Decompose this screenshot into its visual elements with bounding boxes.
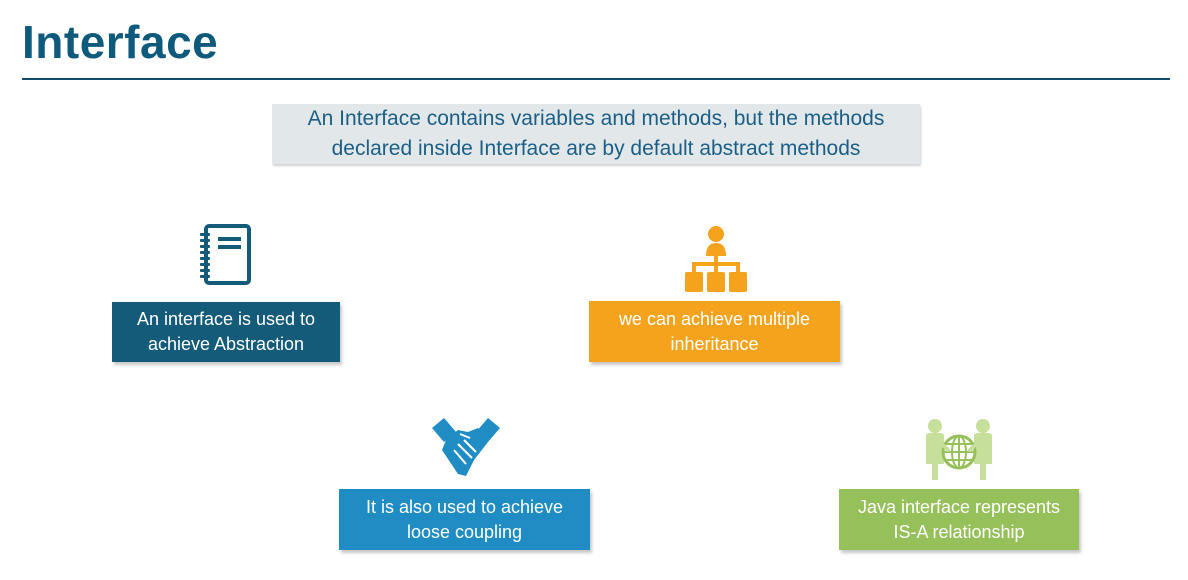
abstraction-card-line-2: achieve Abstraction: [147, 334, 305, 354]
multiple-inheritance-card-line-1: we can achieve multiple: [618, 308, 811, 329]
multiple-inheritance-card: we can achieve multiple inheritance: [589, 301, 840, 362]
notebook-icon: [197, 224, 253, 286]
definition-line-1: An Interface contains variables and meth…: [307, 107, 885, 130]
title-divider: [22, 78, 1170, 80]
loose-coupling-card-line-2: loose coupling: [406, 521, 523, 542]
definition-line-2: declared inside Interface are by default…: [331, 137, 861, 160]
multiple-inheritance-card-line-2: inheritance: [670, 333, 759, 354]
is-a-relationship-card: Java interface represents IS-A relations…: [839, 489, 1079, 550]
is-a-relationship-card-line-1: Java interface represents: [857, 496, 1061, 517]
definition-box: An Interface contains variables and meth…: [272, 104, 920, 164]
loose-coupling-card: It is also used to achieve loose couplin…: [339, 489, 590, 550]
handshake-icon: [430, 416, 502, 482]
is-a-relationship-card-line-2: IS-A relationship: [893, 521, 1025, 542]
abstraction-card-line-1: An interface is used to: [136, 309, 316, 329]
hierarchy-icon: [684, 224, 748, 294]
loose-coupling-card-line-1: It is also used to achieve: [365, 496, 564, 517]
slide-title: Interface: [22, 16, 219, 68]
abstraction-card: An interface is used to achieve Abstract…: [112, 302, 340, 362]
globe-people-icon: [924, 418, 994, 482]
